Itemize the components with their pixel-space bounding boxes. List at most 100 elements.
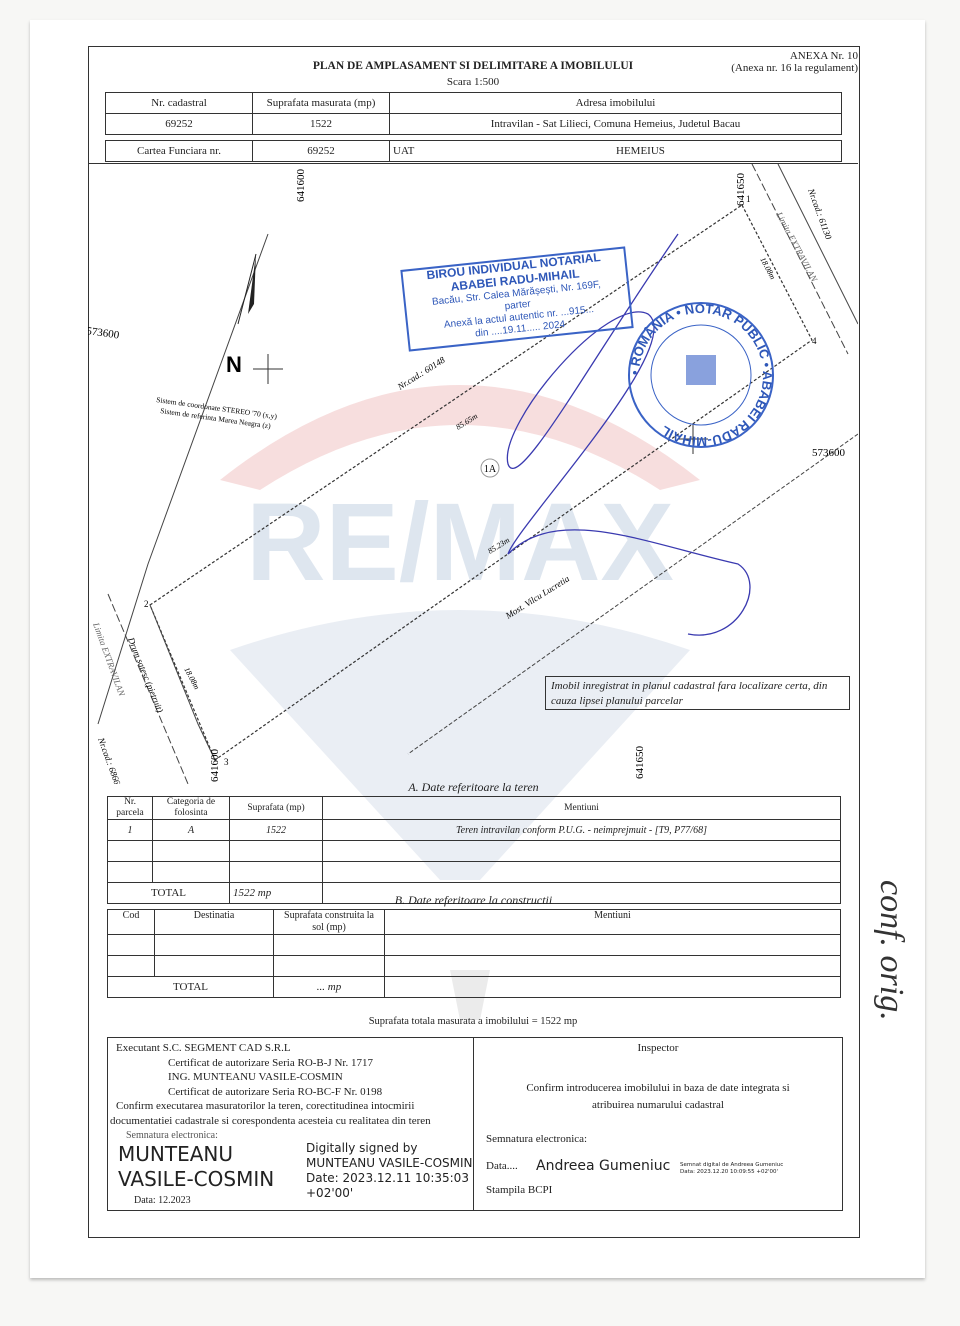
- header-address: Adresa imobilului: [389, 92, 842, 114]
- executant-block: Executant S.C. SEGMENT CAD S.R.L Certifi…: [110, 1041, 476, 1128]
- side-top-length: 85.65m: [454, 411, 479, 431]
- limit-left: Limita EXTRAVILAN: [91, 620, 128, 698]
- signature-section: Executant S.C. SEGMENT CAD S.R.L Certifi…: [107, 1037, 843, 1211]
- cell-mentions: Teren intravilan conform P.U.G. - neimpr…: [322, 819, 841, 841]
- col-parcel: Nr. parcela: [107, 796, 153, 820]
- total-label: TOTAL: [107, 882, 230, 904]
- parcel-label-circle: [480, 458, 500, 478]
- limit-line-right: [751, 164, 849, 355]
- col-built-area: Suprafata construita la sol (mp): [273, 909, 385, 935]
- header-area: Suprafata masurata (mp): [252, 92, 390, 114]
- bcpi-stamp-label: Stampila BCPI: [486, 1184, 553, 1196]
- scale: Scara 1:500: [446, 76, 500, 88]
- engineer-certificate: Certificat de autorizare Seria RO-BC-F N…: [168, 1085, 383, 1098]
- site-plan-drawing: N 641600 641650 573600 573600 641600 641…: [88, 164, 858, 784]
- cadastral-number: 69252: [105, 113, 253, 135]
- coord-x-left: 641600: [295, 169, 307, 203]
- neighbor-bottom: Most. Vilcu Lucretia: [503, 573, 572, 621]
- neighbor-boundary-line: [407, 433, 858, 755]
- neighbor-top: Nr.cad.: 60148: [395, 354, 447, 392]
- cell-area: 1522: [229, 819, 323, 841]
- uat-value: HEMEIUS: [476, 140, 842, 162]
- inspector-signature: Andreea Gumeniuc: [536, 1158, 671, 1174]
- divider: [473, 1038, 474, 1210]
- coord-y-right: 573600: [812, 447, 846, 459]
- document-frame: [88, 46, 860, 1238]
- total-area: Suprafata totala masurata a imobilului =…: [368, 1016, 578, 1027]
- cf-value: 69252: [252, 140, 390, 162]
- coord-x-right: 641650: [735, 173, 747, 207]
- executant-company: Executant S.C. SEGMENT CAD S.R.L: [116, 1042, 291, 1054]
- parcel-label: 1A: [484, 464, 497, 475]
- grid-crosses: [253, 354, 708, 454]
- executant-confirmation-cont: documentatiei cadastrale si corespondent…: [110, 1114, 431, 1127]
- divider: [88, 163, 858, 164]
- remax-watermark: RE/MAX: [220, 385, 700, 1020]
- total-value: ... mp: [273, 976, 385, 998]
- col-code: Cod: [107, 909, 155, 935]
- table-row: [107, 955, 841, 977]
- col-mentions: Mentiuni: [384, 909, 841, 935]
- watermark-text: RE/MAX: [246, 481, 674, 604]
- inspector-date-label: Data....: [486, 1160, 518, 1172]
- annex-number: ANEXA Nr. 10: [789, 50, 858, 62]
- col-mentions: Mentiuni: [322, 796, 841, 820]
- section-a-title: A. Date referitoare la teren: [408, 780, 539, 794]
- limit-line-left: [107, 593, 189, 784]
- coord-x-bottom-right: 641650: [634, 746, 646, 780]
- executant-confirmation: Confirm executarea masuratorilor la tere…: [116, 1100, 415, 1112]
- coat-of-arms-icon: [686, 355, 716, 385]
- road-label: Drum satesc (pietruit): [126, 635, 166, 714]
- total-label: TOTAL: [107, 976, 274, 998]
- north-label: N: [226, 352, 242, 377]
- executant-engineer: ING. MUNTEANU VASILE-COSMIN: [168, 1071, 343, 1083]
- limit-right: Limita EXTRAVILAN: [774, 209, 820, 284]
- coord-y-left: 573600: [88, 325, 120, 342]
- neighbor-right: Nr.cad.: 61130: [806, 186, 834, 241]
- boundary-line-right: [777, 164, 858, 325]
- registration-note: Imobil inregistrat in planul cadastral f…: [545, 676, 850, 710]
- col-area: Suprafata (mp): [229, 796, 323, 820]
- uat-label: UAT: [389, 140, 476, 162]
- section-b-title: B. Date referitoare la constructii: [394, 893, 553, 907]
- cell-parcel: 1: [107, 819, 153, 841]
- table-row: [107, 934, 841, 956]
- inspector-text: Confirm introducerea imobilului in baza …: [526, 1082, 790, 1111]
- point-4: 4: [812, 336, 817, 346]
- road-edge-right: [149, 604, 216, 761]
- cf-label: Cartea Funciara nr.: [105, 140, 253, 162]
- neighbor-left: Nr.cad.: 68662: [96, 735, 124, 784]
- header-cadastral: Nr. cadastral: [105, 92, 253, 114]
- table-row: [107, 861, 841, 883]
- road-edge-left: [97, 233, 269, 725]
- point-3: 3: [224, 757, 229, 767]
- inspector-sig-label: Semnatura electronica:: [486, 1133, 588, 1145]
- address: Intravilan - Sat Lilieci, Comuna Hemeius…: [389, 113, 842, 135]
- executant-date: Data: 12.2023: [134, 1195, 191, 1206]
- north-arrow: [237, 253, 257, 325]
- executant-certificate: Certificat de autorizare Seria RO-B-J Nr…: [168, 1056, 373, 1069]
- coord-x-bottom-left: 641600: [209, 749, 221, 783]
- inspector-title: Inspector: [637, 1042, 679, 1054]
- cell-category: A: [152, 819, 230, 841]
- point-2: 2: [144, 599, 149, 609]
- paper-sheet: [30, 20, 925, 1278]
- measured-area: 1522: [252, 113, 390, 135]
- total-value: 1522 mp: [229, 882, 323, 904]
- executant-sig-label: Semnatura electronica:: [126, 1130, 218, 1141]
- col-category: Categoria de folosinta: [152, 796, 230, 820]
- handwritten-note: conf. orig.: [873, 880, 910, 1021]
- annex-note: (Anexa nr. 16 la regulament): [731, 62, 858, 74]
- point-1: 1: [746, 194, 751, 204]
- table-row: [107, 840, 841, 862]
- page-title: PLAN DE AMPLASAMENT SI DELIMITARE A IMOB…: [312, 60, 634, 72]
